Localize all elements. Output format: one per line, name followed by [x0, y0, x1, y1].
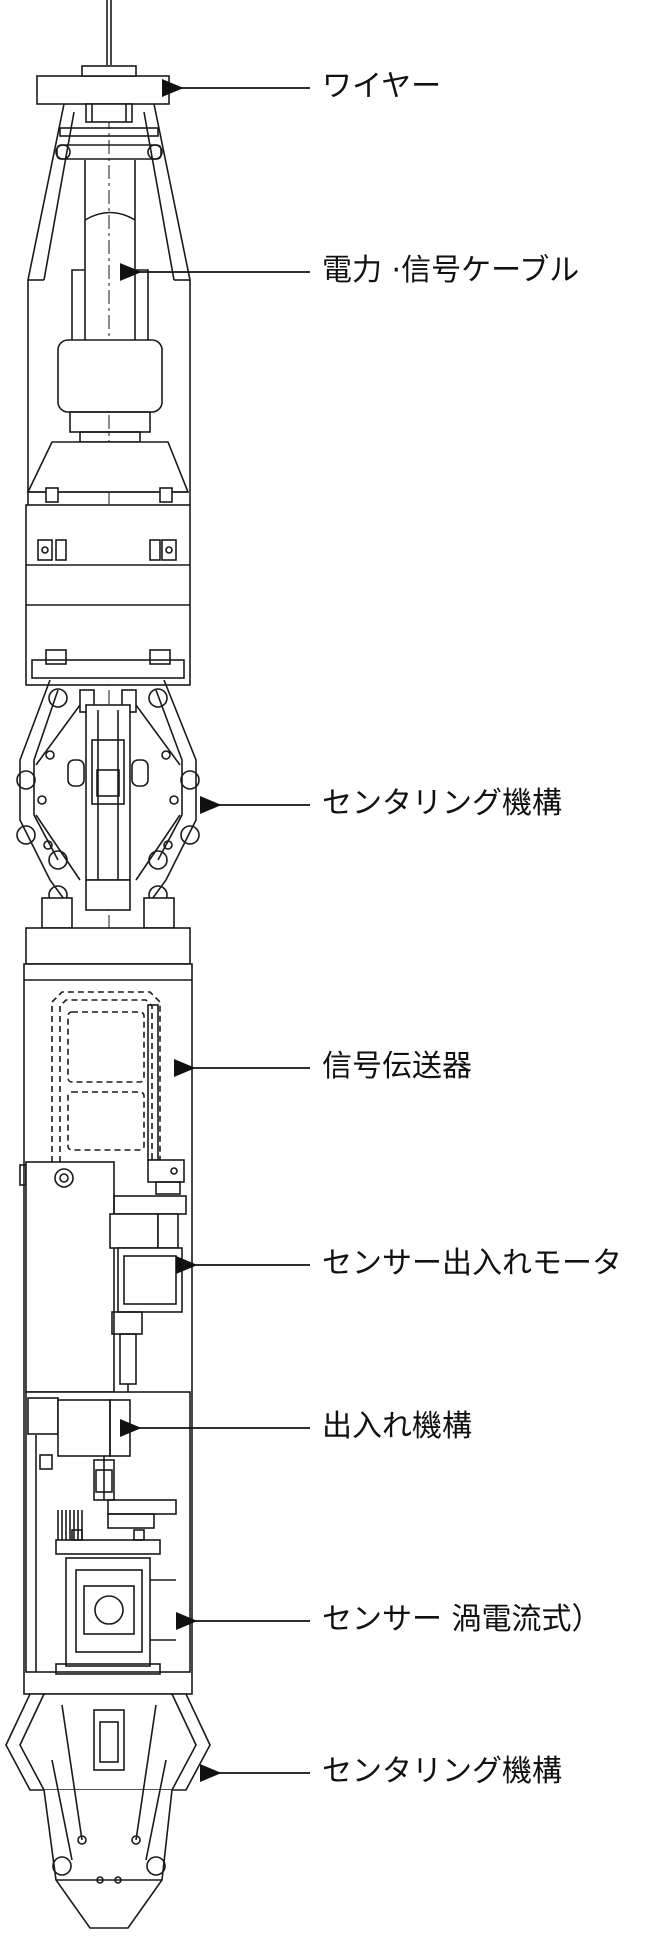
insertion-motor [109, 1195, 187, 1408]
label-insertion-motor: センサー出入れモータ [322, 1246, 622, 1281]
wire-top [106, 0, 112, 65]
label-centering-upper: センタリング機構 [322, 786, 562, 821]
centering-mechanism-upper [16, 679, 200, 929]
label-centering-lower: センタリング機構 [322, 1754, 562, 1789]
label-wire: ワイヤー [322, 69, 442, 104]
label-insertion-mechanism: 出入れ機構 [322, 1409, 472, 1444]
centering-mechanism-lower [5, 1693, 211, 1929]
transmitter-box [51, 991, 161, 1182]
transition-block [26, 441, 190, 503]
leader-arrows [119, 79, 310, 1782]
label-transmitter: 信号伝送器 [322, 1049, 472, 1084]
insertion-mechanism [25, 1391, 191, 1673]
upper-body [25, 504, 191, 686]
left-plate [25, 1161, 115, 1393]
label-cable: 電力 ·信号ケーブル [322, 253, 580, 288]
top-cap [36, 65, 170, 123]
sensor-assembly [55, 1557, 176, 1675]
upper-cylinder [57, 160, 163, 443]
label-sensor: センサー 渦電流式） [322, 1602, 602, 1637]
upper-housing [27, 103, 191, 505]
coil-spring [57, 1510, 83, 1540]
transmitter-solid [147, 1004, 185, 1195]
